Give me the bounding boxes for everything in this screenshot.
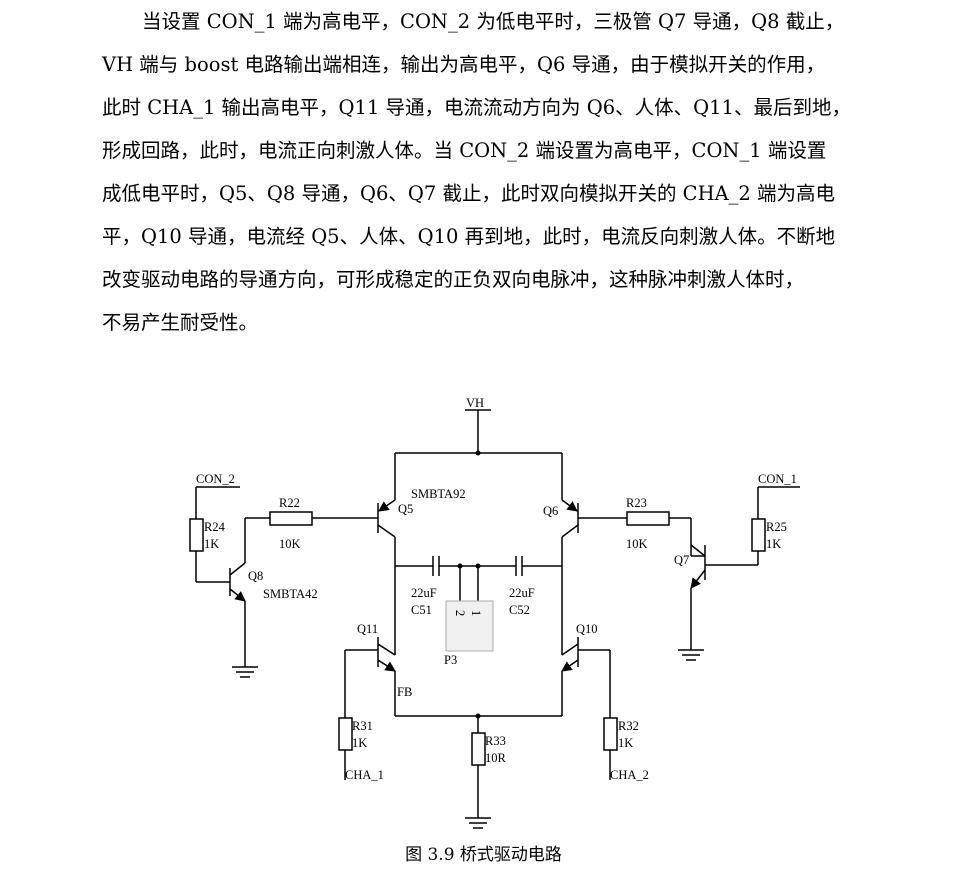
label-q11: Q11	[357, 622, 378, 636]
label-c52: C52	[509, 603, 530, 617]
label-r31-value: 1K	[352, 736, 367, 750]
label-r33: R33	[485, 734, 506, 748]
label-c51-value: 22uF	[411, 586, 437, 600]
label-r25: R25	[766, 520, 787, 534]
label-r25-value: 1K	[766, 537, 781, 551]
label-q8-part: SMBTA42	[263, 587, 318, 601]
label-r31: R31	[352, 719, 373, 733]
paragraph-line: 改变驱动电路的导通方向，可形成稳定的正负双向电脉冲，这种脉冲刺激人体时，	[102, 268, 805, 291]
q11-transistor	[338, 637, 396, 780]
label-q5: Q5	[398, 502, 413, 516]
fb-node-r33	[395, 713, 562, 829]
label-r24: R24	[204, 520, 226, 534]
label-c52-value: 22uF	[509, 586, 535, 600]
q5-transistor	[372, 499, 396, 566]
label-con1: CON_1	[758, 472, 797, 486]
label-r23-value: 10K	[626, 537, 648, 551]
label-con2: CON_2	[196, 472, 235, 486]
label-r24-value: 1K	[204, 537, 219, 551]
label-q7: Q7	[674, 553, 689, 567]
label-p3-pin1: 1	[469, 610, 483, 616]
q10-transistor	[561, 637, 618, 780]
capacitors-p3	[394, 556, 563, 655]
label-r22: R22	[279, 496, 300, 510]
label-cha2: CHA_2	[610, 768, 649, 782]
label-q10: Q10	[576, 622, 598, 636]
q6-transistor	[561, 499, 627, 566]
label-r32-value: 1K	[618, 736, 633, 750]
label-p3: P3	[444, 653, 457, 667]
label-cha1: CHA_1	[345, 768, 384, 782]
label-r23: R23	[626, 496, 647, 510]
q8-branch	[189, 486, 372, 678]
q7-branch	[626, 486, 800, 661]
paragraph-line: 成低电平时，Q5、Q8 导通，Q6、Q7 截止，此时双向模拟开关的 CHA_2 …	[102, 182, 836, 205]
paragraph-line: 不易产生耐受性。	[102, 311, 259, 334]
paragraph-line: 形成回路，此时，电流正向刺激人体。当 CON_2 端设置为高电平，CON_1 端…	[102, 139, 827, 162]
paragraph-line: 当设置 CON_1 端为高电平，CON_2 为低电平时，三极管 Q7 导通，Q8…	[142, 10, 845, 33]
label-c51: C51	[411, 603, 432, 617]
label-p3-pin2: 2	[453, 610, 467, 616]
vh-supply	[394, 409, 563, 500]
bridge-driver-schematic: VH CON_2 CON_1 R24 1K R22 10K R23 10K R2…	[189, 396, 800, 829]
paragraph-line: 此时 CHA_1 输出高电平，Q11 导通，电流流动方向为 Q6、人体、Q11、…	[102, 96, 851, 119]
paragraph-line: 平，Q10 导通，电流经 Q5、人体、Q10 再到地，此时，电流反向刺激人体。不…	[102, 225, 836, 248]
label-r32: R32	[618, 719, 639, 733]
figure-caption: 图 3.9 桥式驱动电路	[405, 845, 562, 865]
paragraph-line: VH 端与 boost 电路输出端相连，输出为高电平，Q6 导通，由于模拟开关的…	[102, 53, 826, 76]
label-fb: FB	[397, 685, 412, 699]
label-r33-value: 10R	[485, 751, 507, 765]
label-q8: Q8	[248, 569, 263, 583]
label-q5-part: SMBTA92	[411, 487, 466, 501]
label-q6: Q6	[543, 504, 558, 518]
label-r22-value: 10K	[279, 537, 301, 551]
label-vh: VH	[466, 396, 484, 410]
body-paragraph: 当设置 CON_1 端为高电平，CON_2 为低电平时，三极管 Q7 导通，Q8…	[102, 0, 892, 344]
